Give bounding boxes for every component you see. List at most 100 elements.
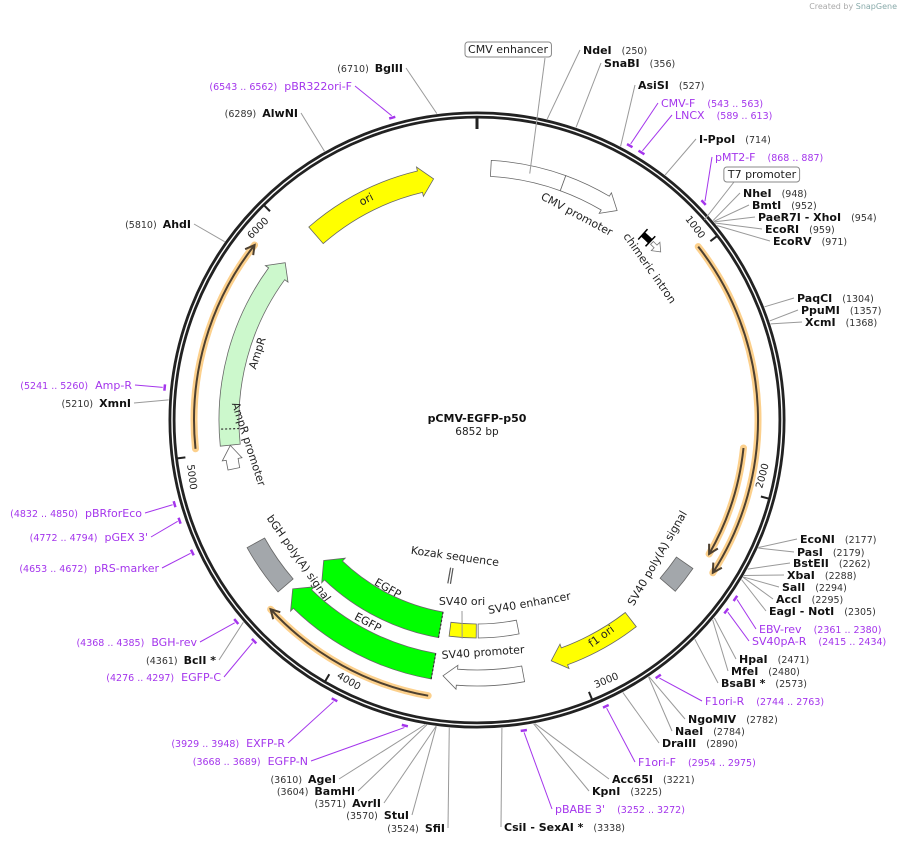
primer-site[interactable]: (6543 .. 6562)pBR322ori-F — [209, 80, 396, 120]
enzyme-label: MfeI(2480) — [731, 665, 800, 678]
enzyme-position: (2294) — [815, 583, 847, 594]
enzyme-name: AccI — [776, 593, 802, 606]
primer-leader-line — [310, 727, 405, 762]
enzyme-label: SnaBI(356) — [604, 57, 675, 70]
enzyme-site[interactable]: KpnI(3225) — [533, 723, 662, 798]
enzyme-site[interactable]: BsaBI *(2573) — [694, 638, 807, 690]
primer-name: pBABE 3' — [555, 803, 605, 816]
enzyme-site[interactable]: SalI (2294) — [743, 576, 847, 594]
t7-promoter-label: T7 promoter — [727, 168, 797, 181]
enzyme-name: AsiSI — [638, 79, 669, 92]
orf-arrowhead — [711, 562, 723, 575]
primer-name: F1ori-F — [638, 756, 676, 769]
primer-range: (589 .. 613) — [717, 111, 773, 122]
sv40-enhancer-feature[interactable]: SV40 enhancer — [477, 589, 572, 639]
enzyme-site[interactable]: XbaI(2288) — [744, 569, 856, 582]
primer-name: Amp-R — [95, 379, 132, 392]
bgh-polya-signal-feature[interactable]: bGH poly(A) signal — [246, 512, 333, 604]
enzyme-site[interactable]: EcoRI(959) — [714, 222, 835, 236]
enzyme-site[interactable]: (3610)AgeI — [270, 724, 426, 786]
enzyme-site[interactable]: (5810)AhdI — [125, 218, 225, 243]
primer-site[interactable]: (4653 .. 4672)pRS-marker — [19, 549, 195, 575]
enzyme-site[interactable]: (3524)SfiI — [387, 727, 450, 835]
enzyme-site[interactable]: SnaBI(356) — [575, 57, 675, 128]
enzyme-label: CsiI - SexAI *(3338) — [504, 821, 625, 834]
ori-feature[interactable]: ori — [308, 166, 435, 245]
enzyme-site[interactable]: (3570)StuI — [346, 726, 437, 822]
kozak-sequence-feature[interactable]: Kozak sequence — [410, 544, 500, 584]
t7-promoter-feature[interactable]: T7 promoter — [704, 166, 801, 221]
enzyme-site[interactable]: BstEII(2262) — [747, 557, 871, 570]
enzyme-label: NaeI(2784) — [675, 725, 745, 738]
primer-site[interactable]: SV40pA-R(2415 .. 2434) — [723, 607, 886, 649]
primer-site[interactable]: CMV-F(543 .. 563) — [626, 97, 763, 149]
enzyme-leader-line — [741, 579, 767, 612]
enzyme-site[interactable]: (3571)AvrII — [315, 725, 437, 810]
sv40-polya-signal-feature[interactable]: SV40 poly(A) signal — [625, 508, 694, 608]
enzyme-site[interactable]: (6289)AlwNI — [225, 107, 325, 152]
primer-site[interactable]: (4368 .. 4385)BGH-rev — [76, 618, 240, 649]
enzyme-leader-line — [714, 222, 763, 230]
primer-site[interactable]: EBV-rev(2361 .. 2380) — [732, 595, 882, 636]
enzyme-site[interactable]: AsiSI(527) — [620, 79, 705, 147]
enzyme-site[interactable]: NheI(948) — [712, 187, 807, 221]
enzyme-site[interactable]: PaqCI(1304) — [764, 292, 874, 308]
enzyme-site[interactable]: EagI - NotI(2305) — [741, 579, 876, 618]
primer-site[interactable]: pBABE 3'(3252 .. 3272) — [520, 728, 685, 816]
enzyme-site[interactable]: XcmI(1368) — [770, 316, 877, 329]
chimeric-intron-feature[interactable]: chimeric intron — [620, 228, 679, 306]
enzyme-name: SalI — [782, 581, 805, 594]
snapgene-credit: Created by SnapGene — [809, 2, 897, 11]
egfp-feature[interactable]: EGFP — [290, 586, 437, 680]
enzyme-name: I-PpoI — [699, 133, 735, 146]
enzyme-position: (2480) — [768, 667, 800, 678]
enzyme-leader-line — [713, 617, 737, 660]
primer-site[interactable]: LNCX(589 .. 613) — [637, 109, 773, 156]
sv40-promoter-feature[interactable]: SV40 promoter — [441, 643, 525, 691]
egfp-feature[interactable]: EGFP — [321, 557, 444, 639]
primer-leader-line — [144, 504, 173, 514]
enzyme-site[interactable]: (5210)XmnI — [62, 397, 169, 410]
enzyme-site[interactable]: NgoMIV(2782) — [648, 676, 778, 726]
primer-site[interactable]: (4772 .. 4794)pGEX 3' — [30, 517, 182, 544]
primer-range: (2415 .. 2434) — [818, 637, 886, 648]
primer-site[interactable]: F1ori-R(2744 .. 2763) — [654, 673, 824, 708]
enzyme-site[interactable]: MfeI(2480) — [712, 619, 800, 678]
enzyme-site[interactable]: EcoNI(2177) — [758, 533, 876, 549]
primer-site[interactable]: (3668 .. 3689)EGFP-N — [193, 723, 409, 768]
cmv-enhancer-feature[interactable]: CMV enhancer — [464, 41, 567, 192]
enzyme-leader-line — [405, 67, 438, 114]
enzyme-position: (2471) — [778, 655, 810, 666]
enzyme-site[interactable]: DraIII(2890) — [622, 692, 738, 750]
enzyme-site[interactable]: AccI(2295) — [742, 576, 843, 606]
primer-site[interactable]: (5241 .. 5260)Amp-R — [20, 379, 167, 392]
enzyme-label: HpaI(2471) — [739, 653, 809, 666]
primer-site[interactable]: (3929 .. 3948)EXFP-R — [171, 697, 338, 750]
primer-site[interactable]: F1ori-F(2954 .. 2975) — [602, 703, 756, 769]
primer-site[interactable]: (4832 .. 4850)pBRforEco — [10, 500, 177, 520]
enzyme-site[interactable]: (4361)BclI * — [146, 621, 244, 667]
f1-ori-feature[interactable]: f1 ori — [550, 611, 637, 670]
primer-leader-line — [606, 707, 636, 763]
enzyme-name: PaqCI — [797, 292, 832, 305]
enzyme-site[interactable]: BmtI(952) — [713, 199, 817, 222]
enzyme-site[interactable]: CsiI - SexAI *(3338) — [500, 727, 625, 834]
enzyme-site[interactable]: EcoRV(971) — [717, 225, 847, 248]
enzyme-site[interactable]: NdeI(250) — [546, 44, 647, 120]
primer-site[interactable]: (4276 .. 4297)EGFP-C — [106, 638, 258, 684]
enzyme-site[interactable]: PasI(2179) — [758, 546, 864, 559]
enzyme-site[interactable]: PaeR7I - XhoI(954) — [714, 211, 877, 224]
enzyme-site[interactable]: NaeI(2784) — [648, 676, 745, 738]
sv40-ori-feature[interactable]: SV40 ori — [439, 595, 485, 639]
primer-leader-line — [354, 85, 393, 117]
primer-range: (2361 .. 2380) — [814, 625, 882, 636]
primer-site[interactable]: pMT2-F(868 .. 887) — [700, 151, 823, 206]
enzyme-site[interactable]: PpuMI(1357) — [769, 304, 882, 322]
enzyme-site[interactable]: HpaI(2471) — [713, 617, 809, 666]
enzyme-leader-line — [742, 576, 774, 600]
enzyme-site[interactable]: Acc65I(3221) — [534, 723, 695, 786]
enzyme-site[interactable]: (3604)BamHI — [277, 724, 428, 798]
enzyme-site[interactable]: I-PpoI(714) — [664, 133, 771, 176]
enzyme-site[interactable]: (6710)BglII — [337, 62, 438, 114]
primer-leader-line — [704, 156, 713, 202]
